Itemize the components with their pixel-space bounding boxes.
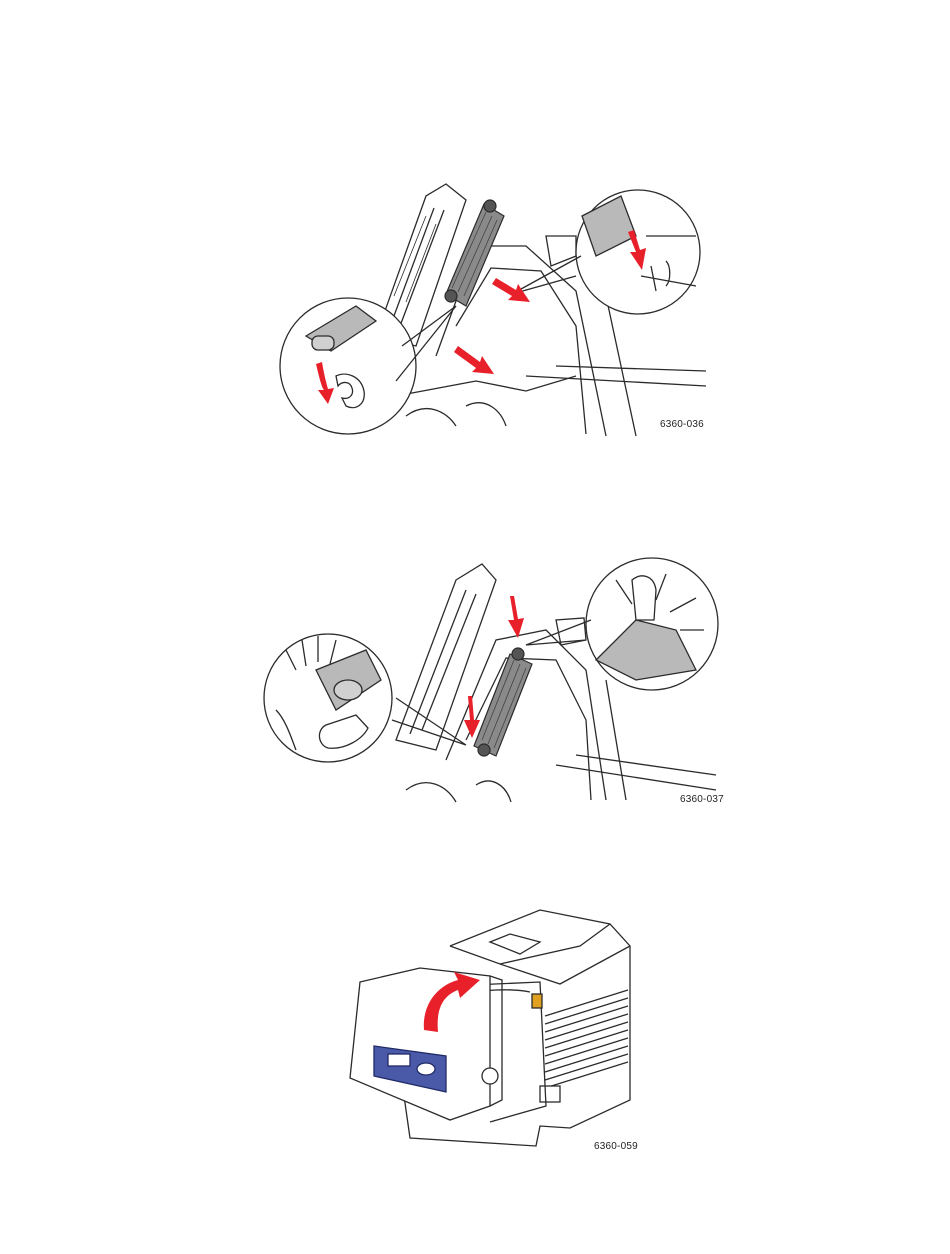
figure-fuser-removal <box>276 176 716 438</box>
figure-close-door <box>340 906 640 1156</box>
figure-label: 6360-037 <box>680 794 724 805</box>
fuser-insertion-illustration <box>256 550 726 812</box>
fuser-removal-illustration <box>276 176 716 438</box>
figure-fuser-insertion <box>256 550 726 812</box>
figure-label: 6360-036 <box>660 419 704 430</box>
figure-label: 6360-059 <box>594 1141 638 1152</box>
printer-close-door-illustration <box>340 906 640 1156</box>
